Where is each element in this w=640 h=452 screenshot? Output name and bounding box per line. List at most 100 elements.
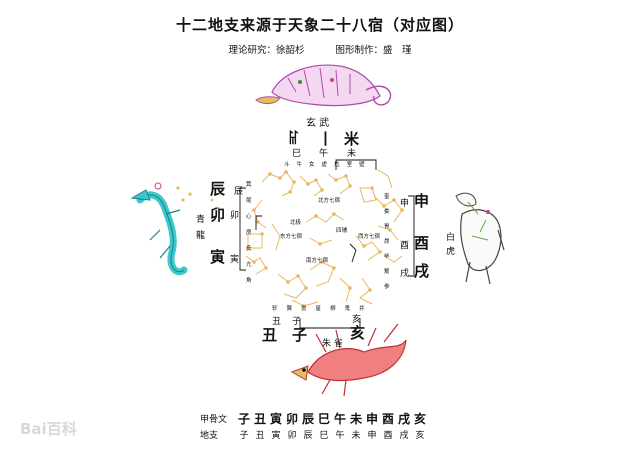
mansion-bi: 壁 [359, 162, 365, 168]
star-dots [176, 170, 404, 308]
oracle-si: ꈴ [288, 130, 300, 148]
label-bai: 白 [446, 233, 456, 243]
oracle-hai-bottom: 亥 [350, 324, 366, 342]
oracle-you-right: 酉 [414, 234, 430, 252]
mansion-jing: 井 [359, 306, 365, 312]
branch-cell: 巳 [319, 431, 329, 441]
oracle-wei: 米 [344, 130, 360, 148]
mansion-zhang: 张 [301, 306, 307, 312]
mansion-zhen: 轸 [272, 306, 278, 312]
diagram-title: 十二地支来源于天象二十八宿（对应图） [175, 16, 464, 34]
watermark-logo: Bai百科 [20, 420, 77, 438]
branch-wei: 未 [347, 149, 357, 159]
mansion-wei-stomach: 胃 [384, 224, 390, 230]
label-south-mansions: 南方七宿 [306, 258, 329, 264]
row-label-oracle: 甲骨文 [200, 415, 228, 425]
branch-shen: 申 [400, 199, 410, 209]
branch-xu: 戌 [400, 269, 410, 279]
label-xuanwu: 玄 武 [306, 118, 330, 129]
branch-si: 巳 [292, 149, 302, 159]
mansion-di: 氐 [246, 246, 252, 252]
oracle-chou-bottom: 丑 [262, 326, 278, 344]
label-north-mansions: 北方七宿 [318, 198, 341, 204]
branch-cell: 申 [367, 431, 377, 441]
oracle-cell: 未 [349, 412, 362, 426]
oracle-cell: 巳 [317, 412, 330, 426]
oracle-cell: 酉 [381, 412, 394, 426]
oracle-mao-left: 卯 [210, 206, 226, 224]
branch-cell: 午 [335, 431, 345, 441]
mansion-kui: 奎 [384, 194, 390, 200]
oracle-cell: 寅 [269, 412, 282, 426]
mansion-zi: 觜 [384, 269, 390, 275]
mansion-wei: 危 [334, 162, 340, 168]
theory-credit: 理论研究：徐韶杉 [228, 45, 305, 56]
oracle-cells: 子 丑 寅 卯 辰 巳 午 未 申 酉 戌 亥 [236, 410, 428, 427]
bracket-lines [239, 159, 415, 329]
mansion-bi-net: 毕 [384, 254, 390, 260]
oracle-cell: 午 [333, 412, 346, 426]
south-mansion-row: 轸 翼 张 星 柳 鬼 井 [272, 304, 365, 312]
branch-chou: 丑 [272, 317, 282, 327]
branch-cell: 卯 [287, 431, 297, 441]
oracle-cell: 辰 [301, 412, 314, 426]
mansion-gui: 鬼 [344, 306, 351, 312]
mansion-kang: 亢 [246, 262, 252, 268]
vermilion-bird-figure [290, 323, 407, 397]
oracle-xu-right: 戌 [414, 262, 430, 280]
mansion-fang: 房 [246, 230, 252, 236]
label-polar: 北极 [290, 220, 302, 226]
oracle-cell: 卯 [285, 412, 298, 426]
label-west-mansions: 西方七宿 [358, 234, 381, 240]
mansion-yi: 翼 [286, 306, 293, 312]
branch-cell: 未 [351, 431, 361, 441]
mansion-xin: 心 [246, 214, 252, 220]
oracle-yin-left: 寅 [210, 248, 226, 266]
label-zhuque: 朱 雀 [322, 339, 343, 349]
oracle-zi-bottom: 子 [292, 326, 308, 344]
branch-yin: 寅 [230, 255, 240, 265]
branch-wu: 午 [319, 149, 329, 159]
branch-cell: 子 [239, 431, 249, 441]
mansion-liu: 柳 [330, 306, 336, 312]
row-label-branch: 地支 [200, 431, 219, 441]
credits-line: 理论研究：徐韶杉 图形制作：盛 瑾 [0, 42, 640, 56]
branch-hai: 亥 [352, 315, 362, 325]
white-tiger-figure [455, 192, 505, 285]
branch-zi: 子 [292, 317, 302, 327]
mansion-niu: 牛 [296, 162, 303, 168]
oracle-cell: 戌 [397, 412, 410, 426]
oracle-cell: 丑 [253, 412, 266, 426]
azure-dragon-figure [130, 182, 188, 276]
oracle-cell: 亥 [413, 412, 426, 426]
oracle-shen-right: 申 [414, 192, 430, 210]
oracle-wu: 丨 [318, 130, 334, 148]
branch-cell: 寅 [271, 431, 281, 441]
west-mansion-column: 奎 娄 胃 昴 毕 觜 参 [384, 192, 390, 290]
branch-cell: 亥 [415, 431, 425, 441]
design-credit: 图形制作：盛 瑾 [335, 45, 412, 56]
mansion-mao: 昴 [384, 239, 390, 245]
north-mansion-row: 斗 牛 女 虚 危 室 壁 [284, 160, 365, 168]
mansion-wei-tail: 尾 [246, 198, 252, 204]
branch-cell: 辰 [303, 431, 313, 441]
label-hu: 虎 [446, 247, 456, 257]
mansion-shi: 室 [346, 162, 353, 168]
east-mansion-column: 箕 尾 心 房 氐 亢 角 [246, 180, 252, 284]
mansion-shen: 参 [384, 284, 390, 290]
south-constellations [277, 261, 373, 307]
branch-you: 酉 [400, 241, 410, 251]
label-qing: 青 [196, 215, 206, 225]
label-long: 龍 [196, 231, 206, 241]
branch-cell: 丑 [255, 431, 265, 441]
label-pivot: 四辅 [336, 228, 348, 234]
oracle-cell: 申 [365, 412, 378, 426]
branch-cell: 酉 [383, 431, 393, 441]
mansion-xu: 虚 [321, 162, 328, 168]
mansion-lou: 娄 [384, 209, 390, 215]
mansion-jiao: 角 [246, 278, 252, 284]
branch-chen: 辰 [234, 187, 244, 197]
label-east-mansions: 东方七宿 [280, 234, 303, 240]
black-tortoise-figure [255, 64, 392, 107]
